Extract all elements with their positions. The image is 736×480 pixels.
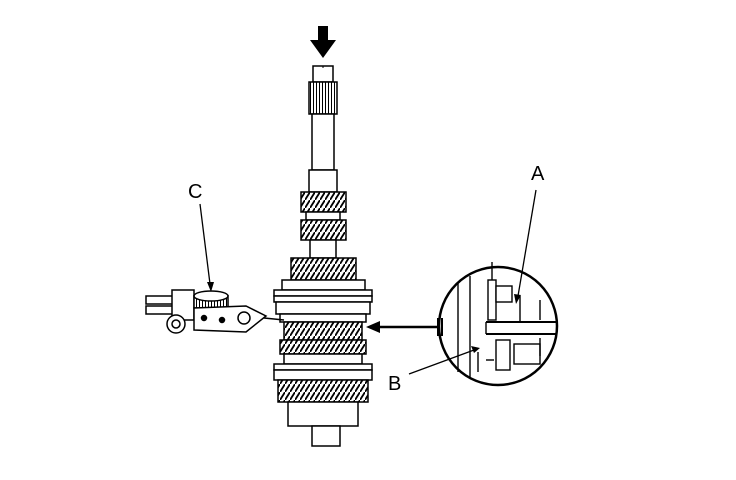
callout-a: A xyxy=(531,163,545,185)
press-force-arrow xyxy=(310,26,336,58)
leader-line-a xyxy=(514,189,537,304)
gear-stack xyxy=(273,257,373,447)
upper-gear-1 xyxy=(300,191,347,213)
upper-gear-2 xyxy=(300,219,347,241)
main-shaft xyxy=(308,65,338,193)
detail-magnifier xyxy=(437,262,559,387)
detail-pointer-arrow xyxy=(366,321,438,333)
callout-c: C xyxy=(188,181,203,203)
callout-b: B xyxy=(388,373,402,395)
leader-line-c xyxy=(199,203,214,292)
spacer-collar xyxy=(305,211,341,221)
shaft-neck xyxy=(309,239,337,259)
leader-line-b xyxy=(408,346,480,375)
feeler-gauge-tool xyxy=(145,289,285,334)
